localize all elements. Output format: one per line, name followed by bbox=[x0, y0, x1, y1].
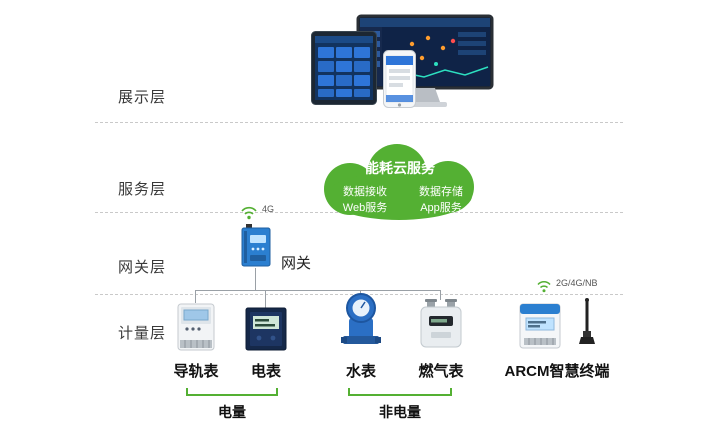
cloud-title: 能耗云服务 bbox=[365, 160, 435, 176]
layer-divider bbox=[95, 122, 623, 123]
layer-label-service: 服务层 bbox=[118, 181, 167, 198]
layer-label-display: 展示层 bbox=[118, 89, 167, 106]
connector-gateway-drop bbox=[255, 268, 256, 291]
bracket-non-electric bbox=[348, 388, 452, 396]
meter-label-rail: 导轨表 bbox=[173, 363, 219, 380]
arcm-network-label: 2G/4G/NB bbox=[556, 278, 598, 288]
arcm-terminal-device bbox=[518, 302, 562, 355]
phone-app bbox=[383, 50, 416, 113]
connector-drop-rail-meter bbox=[195, 290, 196, 303]
power-meter-device bbox=[245, 307, 287, 356]
gateway-network-label: 4G bbox=[262, 204, 275, 214]
connector-drop-power-meter bbox=[265, 290, 266, 308]
connector-bus bbox=[195, 290, 441, 291]
layer-label-gateway: 网关层 bbox=[118, 259, 167, 276]
cloud-item-app-service: App服务 bbox=[420, 202, 462, 214]
gateway-label: 网关 bbox=[281, 255, 312, 272]
tablet-dashboard bbox=[311, 31, 377, 110]
connector-drop-water-meter bbox=[360, 290, 361, 295]
antenna bbox=[578, 297, 596, 352]
meter-label-gas: 燃气表 bbox=[418, 363, 464, 380]
meter-label-arcm: ARCM智慧终端 bbox=[504, 363, 610, 380]
gas-meter-device bbox=[419, 299, 463, 355]
gateway-device bbox=[236, 224, 274, 273]
meter-label-water: 水表 bbox=[345, 363, 376, 380]
water-meter-device bbox=[341, 292, 381, 355]
cloud-item-data-receive: 数据接收 bbox=[343, 186, 387, 198]
meter-label-power: 电表 bbox=[250, 363, 281, 380]
cloud-item-web-service: Web服务 bbox=[342, 202, 388, 214]
din-rail-meter-device bbox=[176, 302, 216, 357]
group-label-electric: 电量 bbox=[218, 404, 246, 420]
group-label-non-electric: 非电量 bbox=[379, 404, 421, 420]
energy-cloud-service: 能耗云服务 数据接收 数据存储 Web服务 App服务 bbox=[302, 143, 498, 223]
connector-drop-gas-meter bbox=[440, 290, 441, 300]
layer-label-metering: 计量层 bbox=[118, 325, 167, 342]
bracket-electric bbox=[186, 388, 278, 396]
wifi-icon bbox=[240, 205, 258, 225]
arcm-wifi-icon bbox=[536, 279, 552, 298]
cloud-item-data-storage: 数据存储 bbox=[419, 186, 463, 198]
